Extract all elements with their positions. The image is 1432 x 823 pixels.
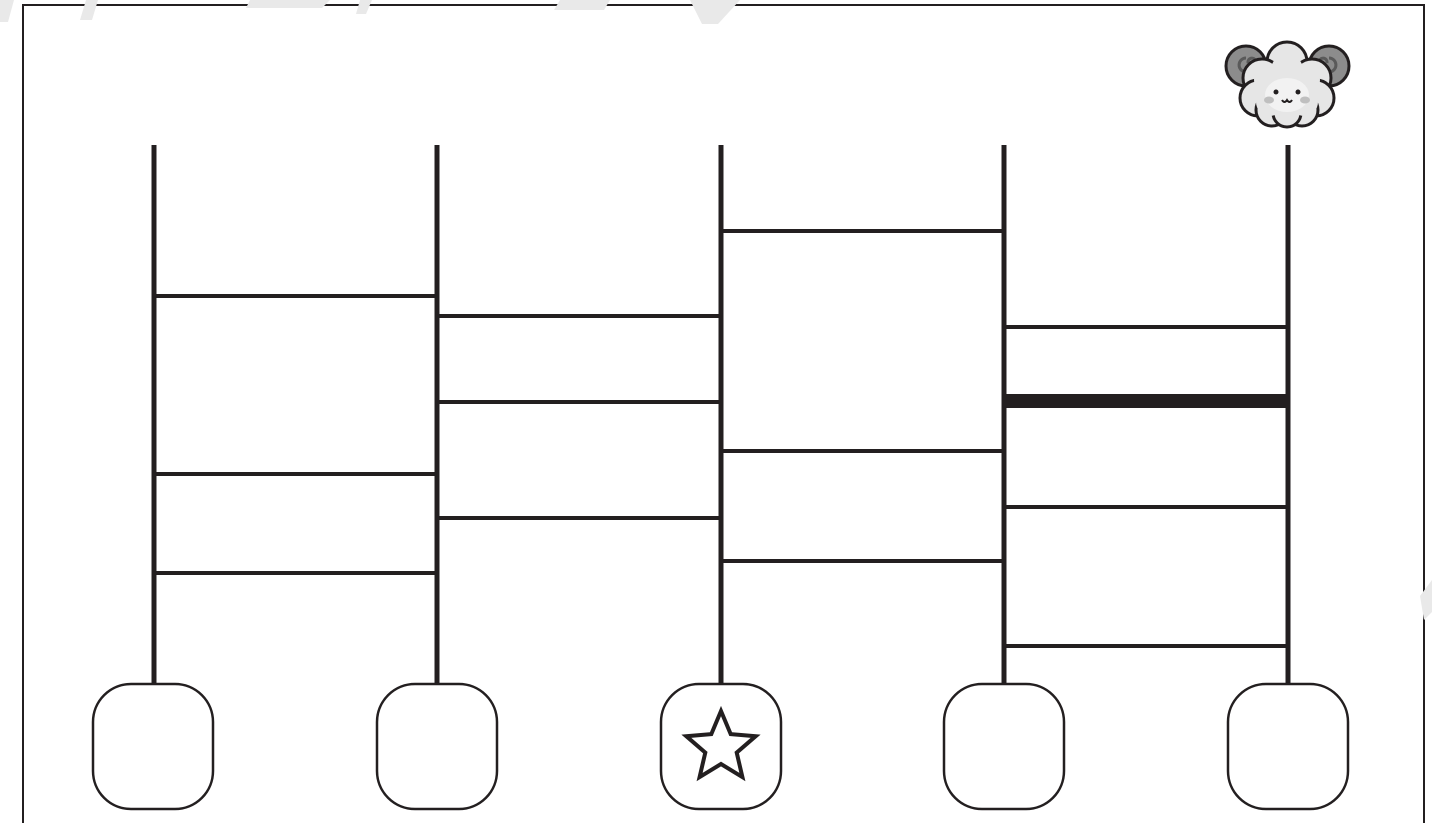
answer-box-2[interactable]	[377, 684, 497, 809]
answer-box-4[interactable]	[944, 684, 1064, 809]
answer-box-5[interactable]	[1228, 684, 1348, 809]
answer-box-1[interactable]	[93, 684, 213, 809]
